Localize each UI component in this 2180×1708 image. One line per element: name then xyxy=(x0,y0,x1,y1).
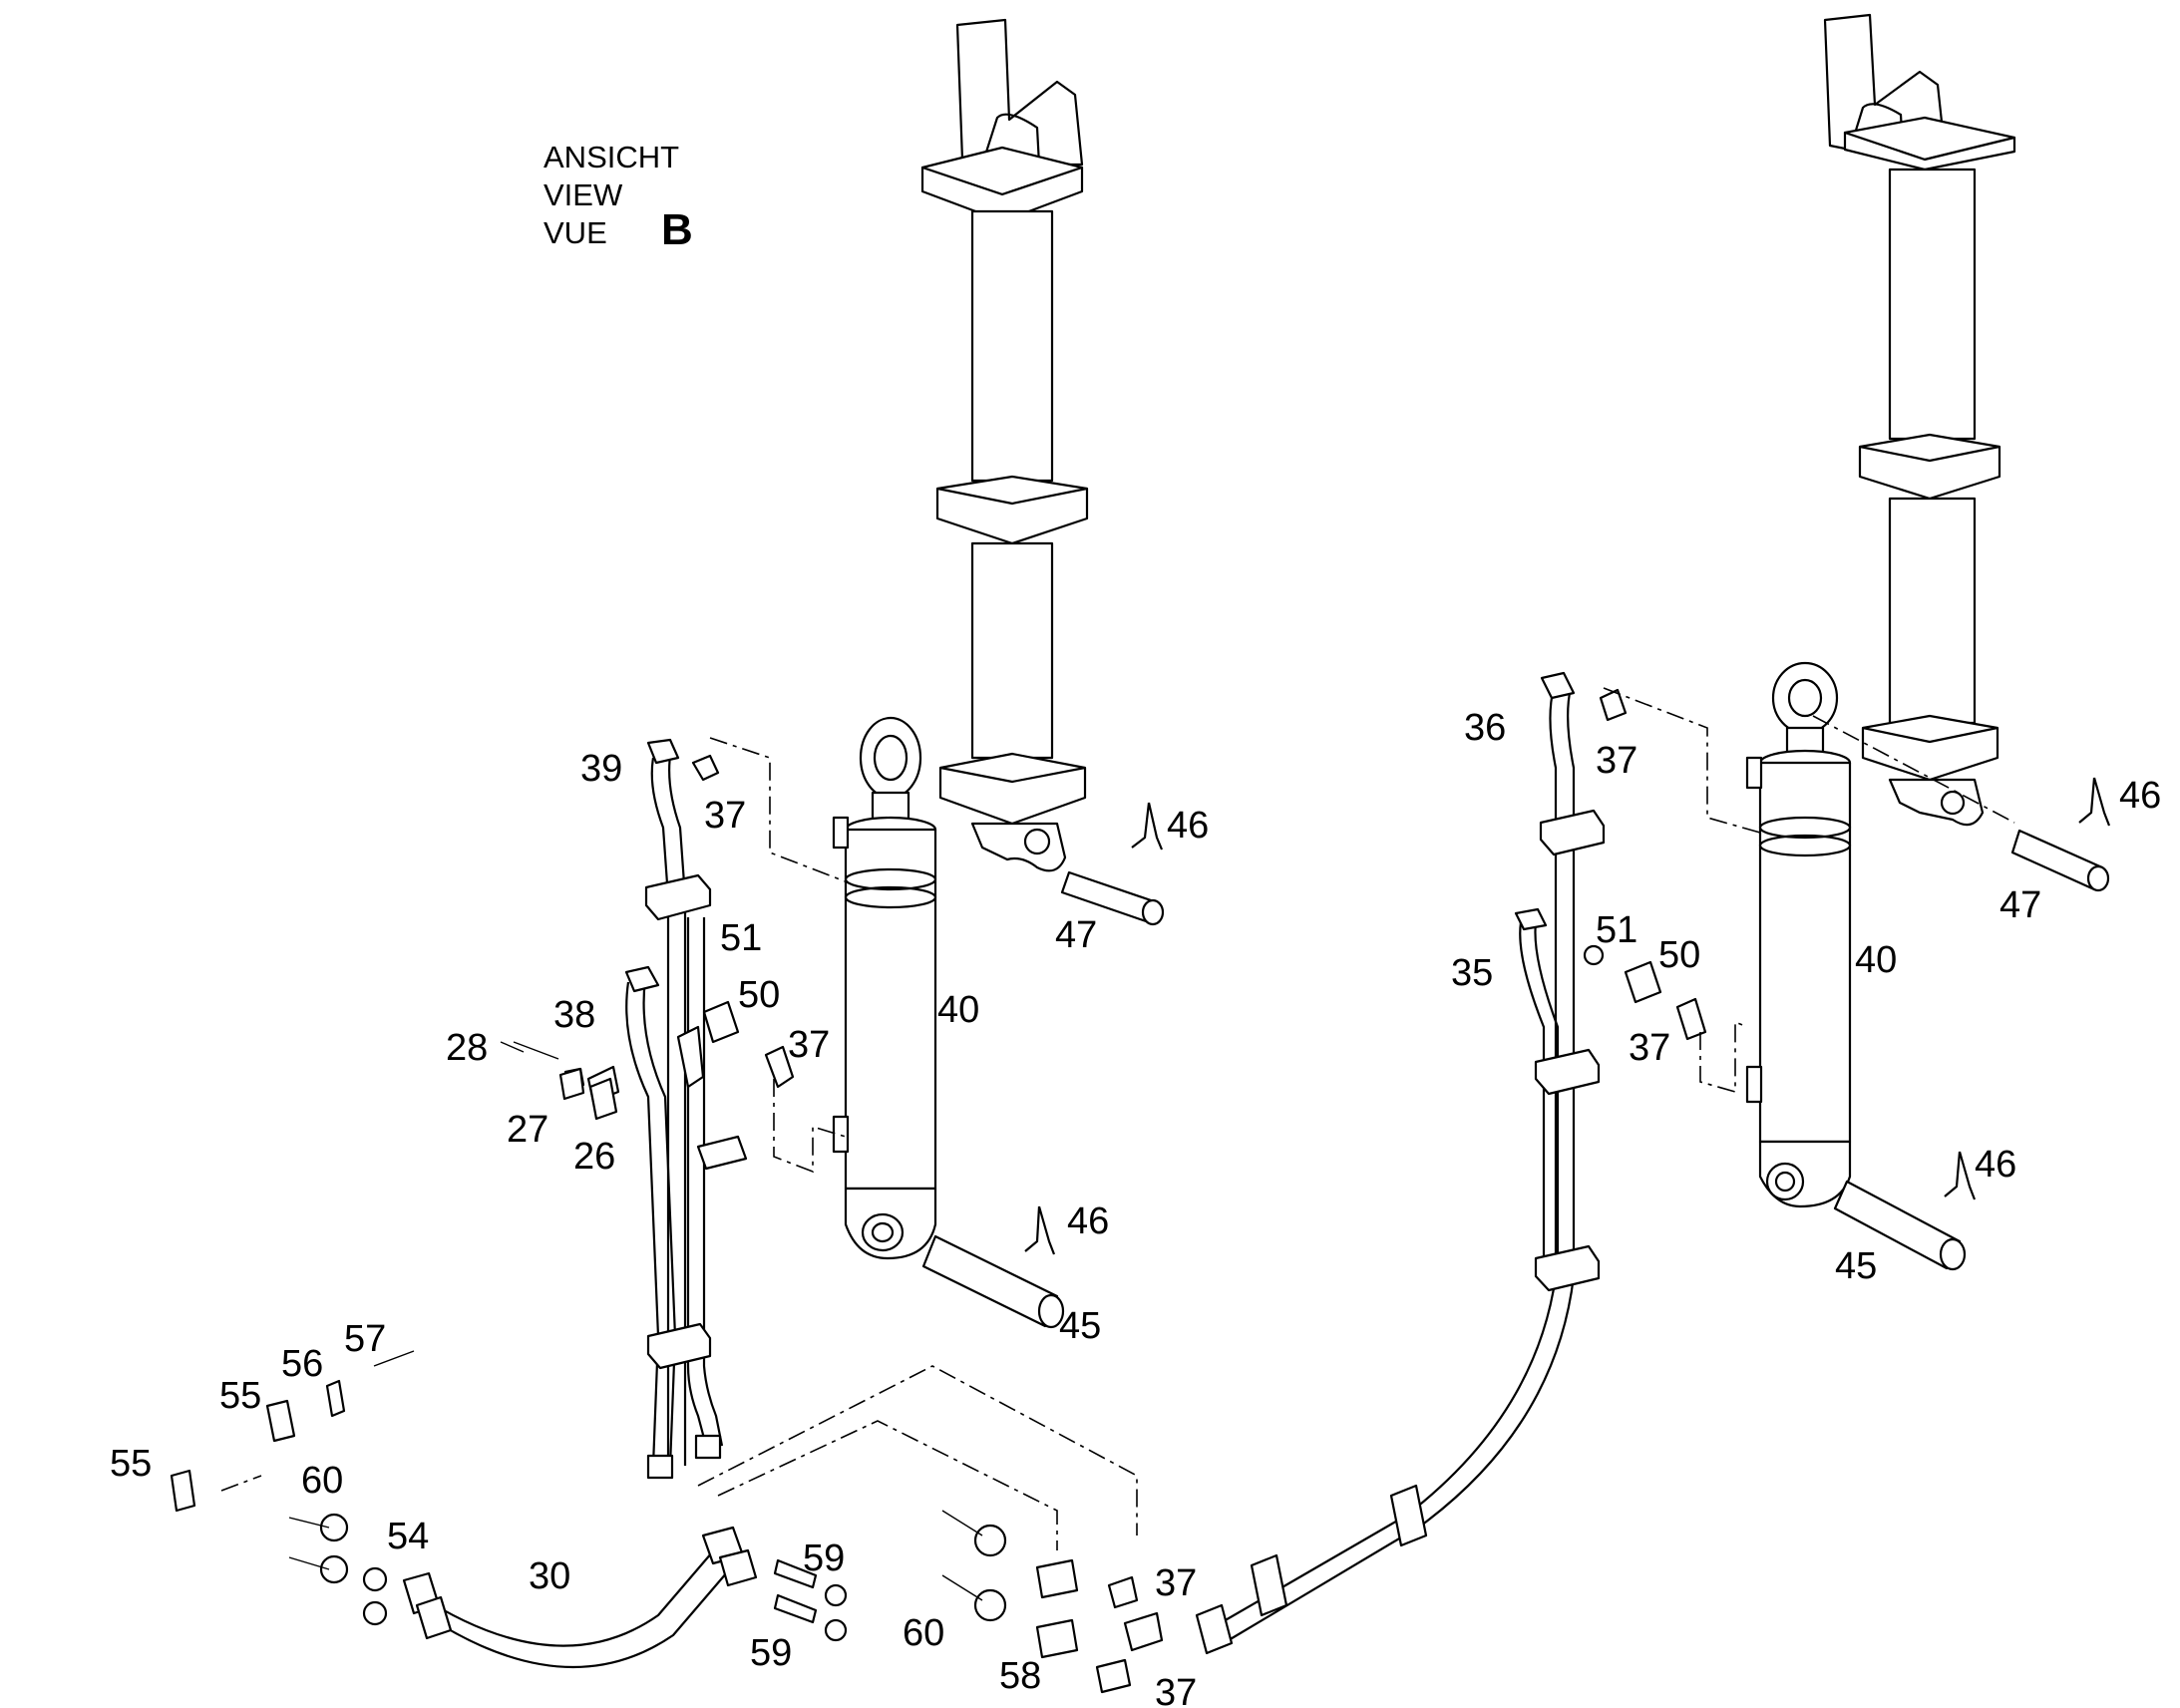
callout-37: 37 xyxy=(1155,1562,1197,1604)
hose-30 xyxy=(402,1526,758,1668)
callout-45: 45 xyxy=(1059,1305,1101,1347)
callout-36: 36 xyxy=(1464,707,1506,749)
callout-35: 35 xyxy=(1451,952,1493,994)
callout-37: 37 xyxy=(1596,740,1637,782)
callout-39: 39 xyxy=(580,748,622,790)
callout-55: 55 xyxy=(110,1443,152,1485)
callout-50: 50 xyxy=(738,974,780,1016)
view-letter: B xyxy=(661,205,693,254)
callout-59: 59 xyxy=(750,1632,792,1674)
right-cylinder xyxy=(1745,661,1852,1208)
pin-47-left xyxy=(1060,870,1165,926)
callout-37: 37 xyxy=(788,1024,830,1066)
callout-37: 37 xyxy=(1629,1027,1670,1069)
left-hose-assembly xyxy=(513,738,748,1480)
bracket-parts-26-27-28 xyxy=(500,1041,618,1121)
callout-27: 27 xyxy=(507,1109,548,1151)
callout-60: 60 xyxy=(903,1612,944,1654)
left-cylinder xyxy=(832,716,937,1260)
callout-51: 51 xyxy=(1596,909,1637,951)
callout-58: 58 xyxy=(999,1655,1041,1697)
callout-47: 47 xyxy=(1055,914,1097,956)
callout-57: 57 xyxy=(344,1318,386,1360)
left-mast-column xyxy=(920,18,1089,872)
callout-46: 46 xyxy=(2119,775,2161,817)
callout-40: 40 xyxy=(937,989,979,1031)
callout-labels: 39 37 51 38 50 37 40 28 27 26 46 47 46 4… xyxy=(110,707,2161,1708)
callout-51: 51 xyxy=(720,917,762,959)
callout-59: 59 xyxy=(803,1537,845,1579)
callout-26: 26 xyxy=(573,1136,615,1178)
right-mast-column xyxy=(1823,13,2016,827)
right-fittings xyxy=(1583,688,1707,1041)
callout-46: 46 xyxy=(1975,1144,2016,1186)
right-hose-assembly xyxy=(1195,671,1606,1655)
view-label-vue: VUE xyxy=(544,215,607,250)
assembly-dash-lines xyxy=(220,687,2015,1550)
callout-38: 38 xyxy=(553,994,595,1036)
callout-30: 30 xyxy=(529,1555,570,1597)
pin-45-left xyxy=(921,1234,1065,1329)
pin-45-right xyxy=(1833,1180,1967,1271)
callout-40: 40 xyxy=(1855,939,1897,981)
callout-60: 60 xyxy=(301,1460,343,1502)
callout-54: 54 xyxy=(387,1516,429,1557)
callout-28: 28 xyxy=(446,1027,488,1069)
callout-37: 37 xyxy=(704,795,746,837)
bottom-small-parts xyxy=(170,1350,1164,1694)
cotter-pin-46-c xyxy=(2078,777,2111,827)
cotter-pin-46-b xyxy=(1024,1205,1056,1255)
callout-47: 47 xyxy=(1999,884,2041,926)
callout-45: 45 xyxy=(1835,1245,1877,1287)
callout-46: 46 xyxy=(1067,1200,1109,1242)
callout-46: 46 xyxy=(1167,805,1209,847)
callout-50: 50 xyxy=(1658,934,1700,976)
callout-56: 56 xyxy=(281,1343,323,1385)
callout-55: 55 xyxy=(219,1375,261,1417)
view-label-view: VIEW xyxy=(544,177,623,212)
cotter-pin-46-a xyxy=(1131,802,1164,851)
callout-37: 37 xyxy=(1155,1672,1197,1708)
pin-47-right xyxy=(2010,829,2110,892)
cotter-pin-46-d xyxy=(1944,1151,1977,1200)
left-fittings xyxy=(691,754,795,1089)
view-label-ansicht: ANSICHT xyxy=(544,140,680,174)
